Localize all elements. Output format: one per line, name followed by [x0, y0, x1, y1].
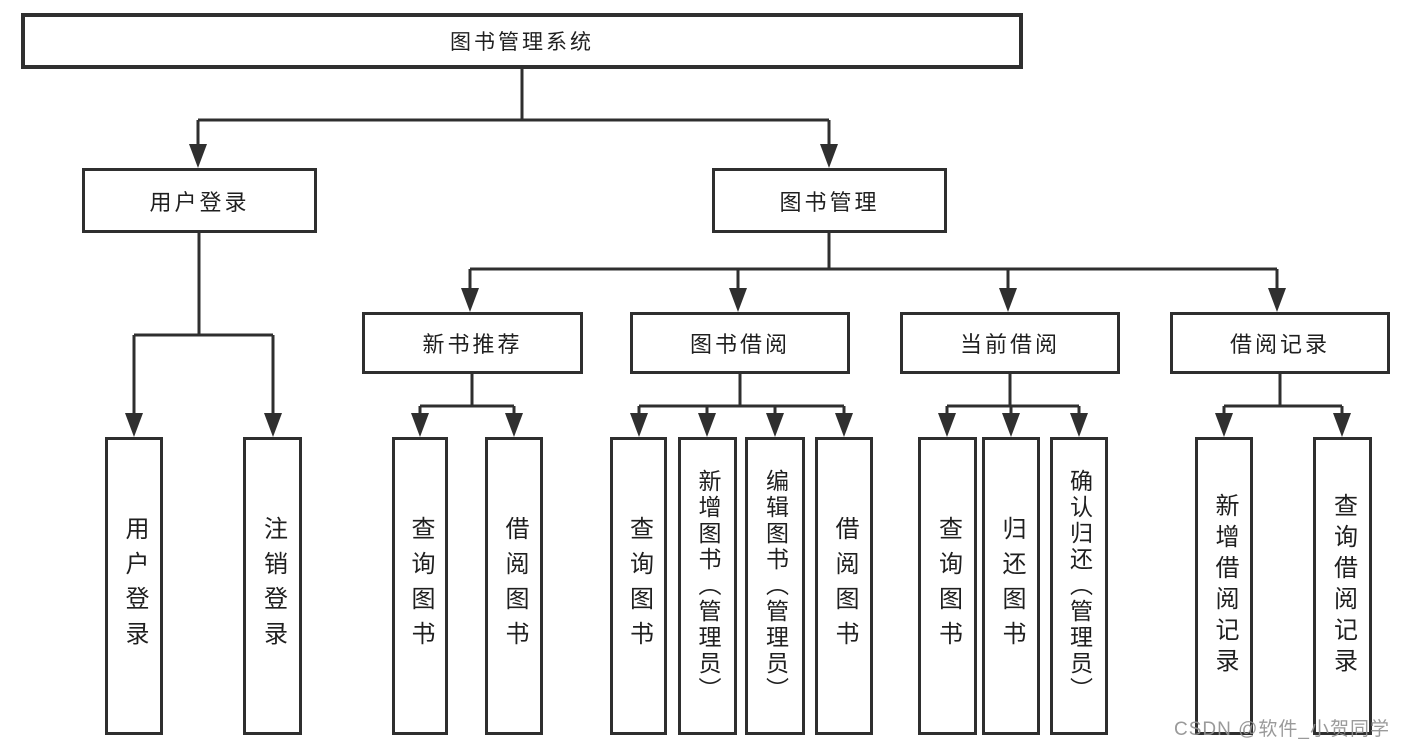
node-new-book-recommend: 新书推荐 [362, 312, 583, 374]
leaf-borrow-query-books-label: 查询图书 [625, 516, 653, 656]
leaf-borrow-edit-books-admin: 编辑图书（管理员） [745, 437, 805, 735]
arrowheads [125, 144, 1351, 437]
leaf-borrow-query-books: 查询图书 [610, 437, 667, 735]
node-book-management: 图书管理 [712, 168, 947, 233]
leaf-record-add-borrow-record-label: 新增借阅记录 [1211, 493, 1238, 679]
leaf-current-query-books-label: 查询图书 [934, 516, 962, 656]
node-current-borrow: 当前借阅 [900, 312, 1120, 374]
leaf-current-return-books: 归还图书 [982, 437, 1040, 735]
node-root: 图书管理系统 [21, 13, 1023, 69]
leaf-record-query-borrow-record: 查询借阅记录 [1313, 437, 1372, 735]
node-user-login: 用户登录 [82, 168, 317, 233]
node-book-management-label: 图书管理 [779, 189, 880, 215]
node-new-book-recommend-label: 新书推荐 [422, 332, 523, 357]
leaf-current-query-books: 查询图书 [918, 437, 977, 735]
leaf-logout-label: 注销登录 [259, 516, 287, 656]
leaf-newbook-borrow-books-label: 借阅图书 [501, 516, 528, 656]
leaf-borrow-add-books-admin: 新增图书（管理员） [678, 437, 737, 735]
leaf-current-return-books-label: 归还图书 [998, 516, 1025, 656]
csdn-watermark: CSDN @软件_小贺同学 [1174, 719, 1390, 740]
leaf-user-login-label: 用户登录 [121, 516, 148, 656]
leaf-current-confirm-return-admin-label: 确认归还（管理员） [1066, 469, 1093, 703]
leaf-newbook-query-books-label: 查询图书 [407, 516, 434, 656]
leaf-borrow-borrow-books: 借阅图书 [815, 437, 873, 735]
leaf-logout: 注销登录 [243, 437, 302, 735]
leaf-newbook-query-books: 查询图书 [392, 437, 448, 735]
leaf-current-confirm-return-admin: 确认归还（管理员） [1050, 437, 1108, 735]
leaf-record-add-borrow-record: 新增借阅记录 [1195, 437, 1253, 735]
node-current-borrow-label: 当前借阅 [959, 332, 1060, 357]
node-book-borrow-label: 图书借阅 [689, 332, 790, 357]
node-borrow-record-label: 借阅记录 [1229, 332, 1330, 357]
leaf-borrow-add-books-admin-label: 新增图书（管理员） [695, 469, 721, 703]
leaf-user-login: 用户登录 [105, 437, 163, 735]
leaf-borrow-edit-books-admin-label: 编辑图书（管理员） [762, 469, 789, 703]
leaf-newbook-borrow-books: 借阅图书 [485, 437, 543, 735]
node-user-login-label: 用户登录 [149, 189, 250, 215]
node-borrow-record: 借阅记录 [1170, 312, 1390, 374]
leaf-borrow-borrow-books-label: 借阅图书 [831, 516, 858, 656]
node-root-label: 图书管理系统 [450, 31, 594, 54]
leaf-record-query-borrow-record-label: 查询借阅记录 [1329, 493, 1357, 679]
node-book-borrow: 图书借阅 [630, 312, 850, 374]
